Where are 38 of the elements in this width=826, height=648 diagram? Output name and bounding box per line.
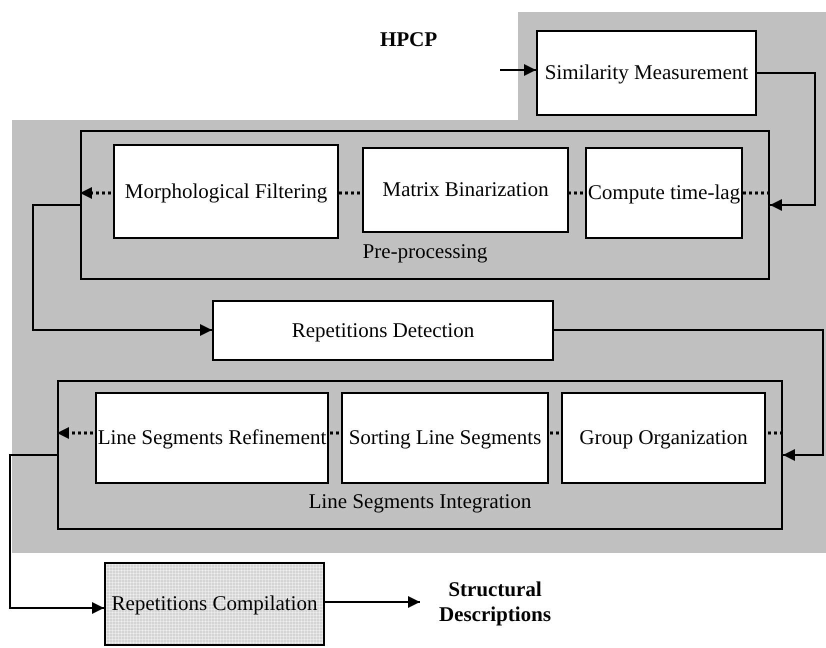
process-box: [104, 562, 325, 646]
process-box: [212, 300, 554, 361]
group-title: Line Segments Integration: [308, 488, 532, 514]
group-frame: [57, 380, 783, 530]
box-label: Repetitions Detection: [292, 318, 474, 344]
dotted-connector: [57, 427, 93, 439]
process-box: [113, 144, 339, 239]
dotted-connector: [741, 192, 770, 194]
box-label: Similarity Measurement: [544, 60, 748, 86]
dotted-connector: [327, 432, 339, 434]
process-box: [585, 147, 743, 239]
box-label: Compute time-lag: [588, 180, 740, 206]
group-frame: [80, 130, 770, 280]
group-title: Pre-processing: [362, 238, 488, 264]
dotted-connector: [764, 432, 783, 434]
arrow: [325, 596, 420, 608]
process-box: [362, 147, 569, 233]
process-box: [561, 392, 766, 484]
process-box: [536, 30, 757, 116]
output-label: Structural Descriptions: [438, 576, 552, 628]
dotted-connector: [80, 187, 111, 199]
box-label: Repetitions Compilation: [112, 591, 318, 617]
arrow: [757, 72, 816, 211]
dotted-connector: [547, 432, 559, 434]
box-label: Line Segments Refinement: [98, 425, 326, 451]
arrow: [500, 64, 536, 76]
box-label: Group Organization: [579, 425, 748, 451]
dotted-connector: [337, 192, 360, 194]
arrow: [32, 204, 212, 336]
dotted-connector: [567, 192, 583, 194]
arrow: [9, 454, 104, 614]
arrow: [554, 329, 824, 461]
input-label: HPCP: [380, 27, 438, 52]
process-box: [341, 392, 549, 484]
box-label: Sorting Line Segments: [348, 425, 542, 451]
process-box: [95, 392, 329, 484]
box-label: Morphological Filtering: [124, 178, 328, 204]
box-label: Matrix Binarization: [382, 177, 549, 203]
